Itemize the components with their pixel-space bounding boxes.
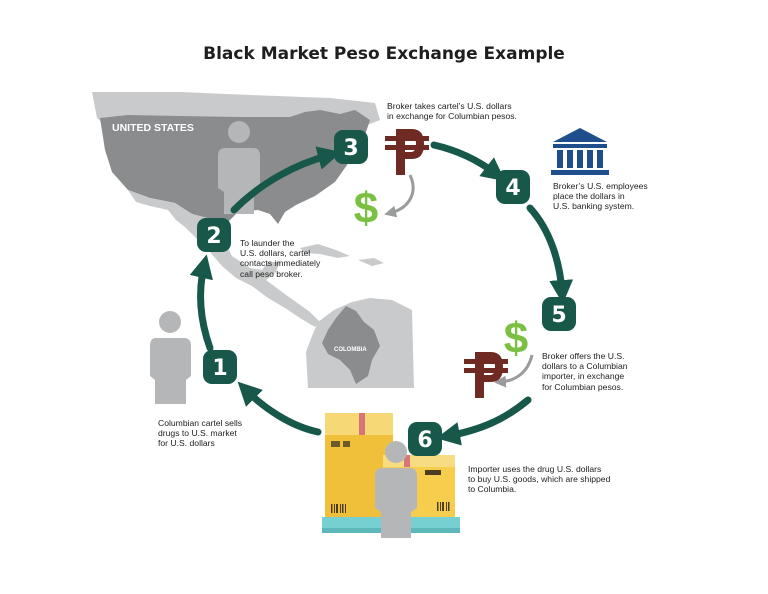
dollar-icon: $ bbox=[504, 314, 528, 363]
us-map-label: UNITED STATES bbox=[112, 122, 194, 134]
step-badge-3: 3 bbox=[334, 130, 368, 164]
colombia-region bbox=[322, 306, 380, 384]
exchange-arrow bbox=[384, 174, 415, 218]
arrow-1-to-2 bbox=[189, 254, 214, 352]
peso-icon bbox=[385, 129, 429, 175]
colombia-map-label: COLOMBIA bbox=[334, 347, 367, 353]
svg-text:3: 3 bbox=[343, 136, 358, 161]
arrow-3-to-4 bbox=[430, 141, 506, 182]
peso-icon bbox=[464, 352, 508, 398]
flow-arrows bbox=[189, 141, 574, 446]
person-icon bbox=[150, 311, 191, 404]
svg-text:6: 6 bbox=[417, 428, 432, 453]
map bbox=[92, 92, 414, 388]
step-badge-1: 1 bbox=[203, 350, 237, 384]
cardboard-boxes-icon bbox=[322, 413, 460, 538]
cuba-island bbox=[300, 244, 350, 258]
step-badge-5: 5 bbox=[542, 297, 576, 331]
step-5-caption: Broker offers the U.S.dollars to a Colum… bbox=[542, 351, 628, 392]
page-title: Black Market Peso Exchange Example bbox=[203, 44, 565, 64]
arrow-5-to-6 bbox=[436, 396, 532, 446]
svg-text:5: 5 bbox=[551, 303, 566, 328]
dollar-icon: $ bbox=[354, 184, 378, 233]
arrow-4-to-5 bbox=[526, 204, 574, 304]
step-badge-6: 6 bbox=[408, 422, 442, 456]
mexico-region bbox=[128, 190, 320, 327]
step-badge-2: 2 bbox=[197, 218, 231, 252]
step-badge-4: 4 bbox=[496, 170, 530, 204]
arrow-2-to-3 bbox=[230, 146, 342, 214]
svg-text:1: 1 bbox=[212, 356, 227, 381]
hispaniola-island bbox=[358, 258, 384, 266]
svg-text:2: 2 bbox=[206, 224, 221, 249]
exchange-arrow bbox=[494, 354, 534, 388]
bank-icon bbox=[551, 128, 609, 175]
svg-text:4: 4 bbox=[505, 176, 520, 201]
arrow-6-to-1 bbox=[237, 381, 322, 436]
